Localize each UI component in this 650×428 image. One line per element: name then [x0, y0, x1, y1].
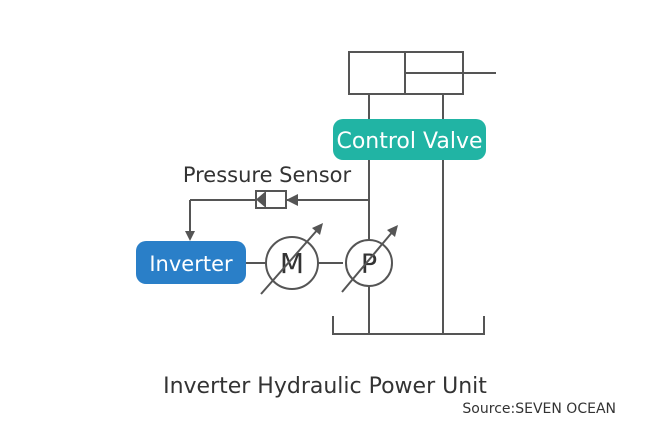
pump-arrow-icon: [387, 225, 398, 237]
pump-symbol: P: [341, 225, 398, 293]
oil-tank: [332, 316, 485, 335]
pressure-sensor: [255, 190, 298, 209]
source-credit: Source:SEVEN OCEAN: [462, 401, 616, 417]
control-valve-label: Control Valve: [336, 129, 482, 154]
pressure-sensor-label: Pressure Sensor: [183, 163, 352, 187]
pressure-tap-arrow-icon: [286, 194, 298, 206]
diagram-title: Inverter Hydraulic Power Unit: [163, 374, 487, 399]
pump-letter: P: [361, 249, 377, 280]
pressure-sensor-arrow-icon: [256, 191, 266, 208]
inverter-label: Inverter: [149, 252, 233, 276]
motor-symbol: M: [260, 223, 323, 295]
inverter-box: [136, 241, 246, 284]
hydraulic-lines: [185, 94, 444, 334]
pump-variable-arrow: [341, 229, 395, 293]
motor-arrow-icon: [312, 223, 323, 235]
motor-variable-arrow: [260, 227, 320, 295]
control-valve-box: [333, 119, 486, 160]
hydraulic-cylinder: [348, 51, 496, 95]
motor-letter: M: [280, 247, 304, 280]
